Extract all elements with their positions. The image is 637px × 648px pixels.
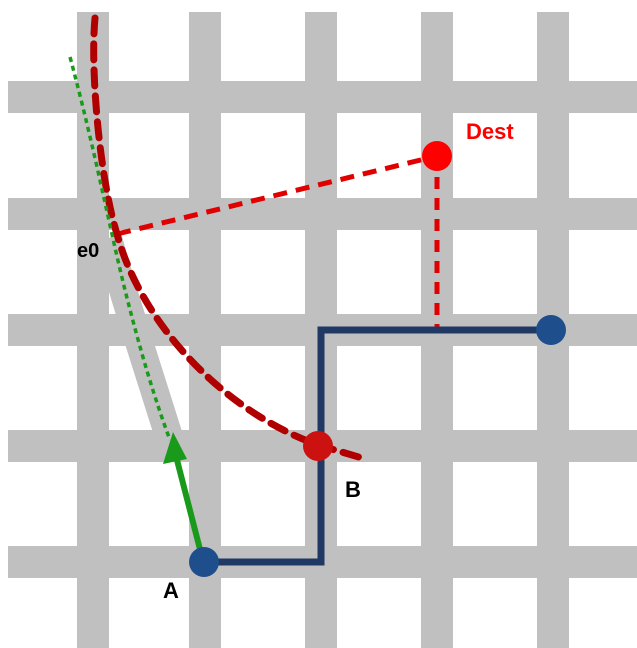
dest-line-from-e0 [116, 153, 438, 237]
route-end-point [536, 315, 566, 345]
road-vertical-1 [77, 12, 109, 648]
label-a: A [163, 578, 179, 603]
heading-arrow-head [163, 432, 187, 464]
predicted-path-curve [90, 14, 366, 462]
point-b [303, 431, 333, 461]
label-e0: e0 [77, 240, 99, 262]
label-dest: Dest [466, 119, 514, 144]
dest-point [422, 141, 452, 171]
heading-arrow-shaft [174, 459, 206, 562]
label-b: B [345, 477, 361, 502]
road-vertical-2 [189, 12, 221, 648]
point-a [189, 547, 219, 577]
